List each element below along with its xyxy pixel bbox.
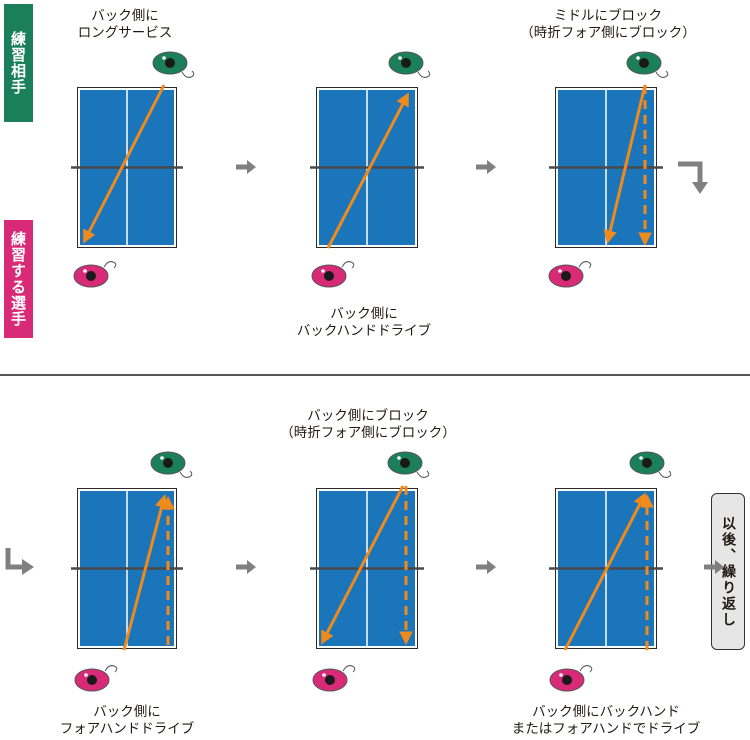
flow-arrow-2 xyxy=(476,160,496,174)
path-block-middle xyxy=(603,84,647,244)
flow-arrow-5 xyxy=(476,560,496,574)
eye-pupil xyxy=(639,58,649,68)
path-forehand-drive xyxy=(122,494,169,651)
turn-arrow-down xyxy=(678,161,708,194)
partner-label: 練習相手 xyxy=(4,4,33,122)
player-eye-5 xyxy=(312,665,356,692)
partner-eye-6 xyxy=(629,451,672,478)
eye-highlight xyxy=(397,456,401,460)
step6-caption: バック側にバックハンドまたはフォアハンドでドライブ xyxy=(511,704,701,737)
eye-pupil xyxy=(562,675,572,685)
eye-tail xyxy=(579,665,593,673)
flow-arrow-shaft xyxy=(704,564,716,570)
eye-pupil xyxy=(165,58,175,68)
eye-pupil xyxy=(401,58,411,68)
eye-pupil xyxy=(642,458,652,468)
step2-caption: バック側にバックハンドドライブ xyxy=(296,306,432,339)
eye-tail xyxy=(578,261,592,269)
eye-tail xyxy=(416,470,430,478)
turn-arrow-head-2 xyxy=(22,559,34,575)
eye-tail xyxy=(342,665,356,673)
eye-tail xyxy=(181,70,195,78)
flow-arrow-head xyxy=(247,560,256,574)
eye-highlight xyxy=(322,673,326,677)
eye-pupil xyxy=(400,458,410,468)
table-2 xyxy=(310,87,424,248)
path-serve xyxy=(83,84,166,244)
eye-pupil xyxy=(325,675,335,685)
eye-tail xyxy=(104,665,118,673)
flow-arrow-6 xyxy=(704,560,724,574)
partner-eye-1 xyxy=(152,51,195,78)
flow-arrow-head xyxy=(487,160,496,174)
eye-tail xyxy=(658,470,672,478)
eye-highlight xyxy=(160,456,164,460)
partner-eye-5 xyxy=(387,451,430,478)
player-label: 練習する選手 xyxy=(4,220,33,338)
table-4 xyxy=(71,488,183,649)
partner-eye-2 xyxy=(388,51,431,78)
flow-arrow-4 xyxy=(236,560,256,574)
eye-pupil xyxy=(561,271,571,281)
flow-arrow-shaft xyxy=(476,164,488,170)
repeat-label: 以後、繰り返し xyxy=(720,515,736,628)
flow-arrow-1 xyxy=(236,160,256,174)
player-eye-6 xyxy=(549,665,593,692)
eye-highlight xyxy=(321,269,325,273)
partner-eye-4 xyxy=(150,451,193,478)
eye-highlight xyxy=(639,456,643,460)
eye-pupil xyxy=(163,458,173,468)
eye-pupil xyxy=(324,271,334,281)
eye-pupil xyxy=(86,271,96,281)
turn-arrow-path xyxy=(678,161,703,184)
path-backhand-drive xyxy=(326,92,409,249)
flow-arrow-shaft xyxy=(236,164,248,170)
player-eye-2 xyxy=(311,261,355,288)
player-eye-4 xyxy=(74,665,118,692)
eye-highlight xyxy=(162,56,166,60)
eye-highlight xyxy=(84,673,88,677)
step3-caption: ミドルにブロック（時折フォア側にブロック） xyxy=(520,8,696,41)
step4-caption: バック側にフォアハンドドライブ xyxy=(59,704,195,737)
eye-tail xyxy=(179,470,193,478)
flow-arrow-shaft xyxy=(476,564,488,570)
eye-highlight xyxy=(83,269,87,273)
turn-arrow-path-2 xyxy=(5,548,24,570)
eye-tail xyxy=(341,261,355,269)
partner-eye-3 xyxy=(626,51,669,78)
eye-pupil xyxy=(87,675,97,685)
flow-arrow-shaft xyxy=(236,564,248,570)
eye-tail xyxy=(103,261,117,269)
player-eye-1 xyxy=(73,261,117,288)
section-divider xyxy=(0,374,750,376)
flow-arrow-head xyxy=(247,160,256,174)
turn-arrow-right xyxy=(5,548,34,575)
eye-highlight xyxy=(559,673,563,677)
flow-arrow-head xyxy=(715,560,724,574)
step1-caption: バック側にロングサービス xyxy=(77,8,173,41)
table-1 xyxy=(71,87,183,248)
eye-highlight xyxy=(558,269,562,273)
player-eye-3 xyxy=(548,261,592,288)
eye-highlight xyxy=(398,56,402,60)
eye-tail xyxy=(655,70,669,78)
path-drive-back xyxy=(563,492,646,651)
eye-tail xyxy=(417,70,431,78)
flow-arrow-head xyxy=(487,560,496,574)
turn-arrow-head xyxy=(692,182,708,194)
eye-highlight xyxy=(636,56,640,60)
step5-caption: バック側にブロック（時折フォア側にブロック） xyxy=(280,408,456,441)
path-block-back xyxy=(321,485,405,645)
